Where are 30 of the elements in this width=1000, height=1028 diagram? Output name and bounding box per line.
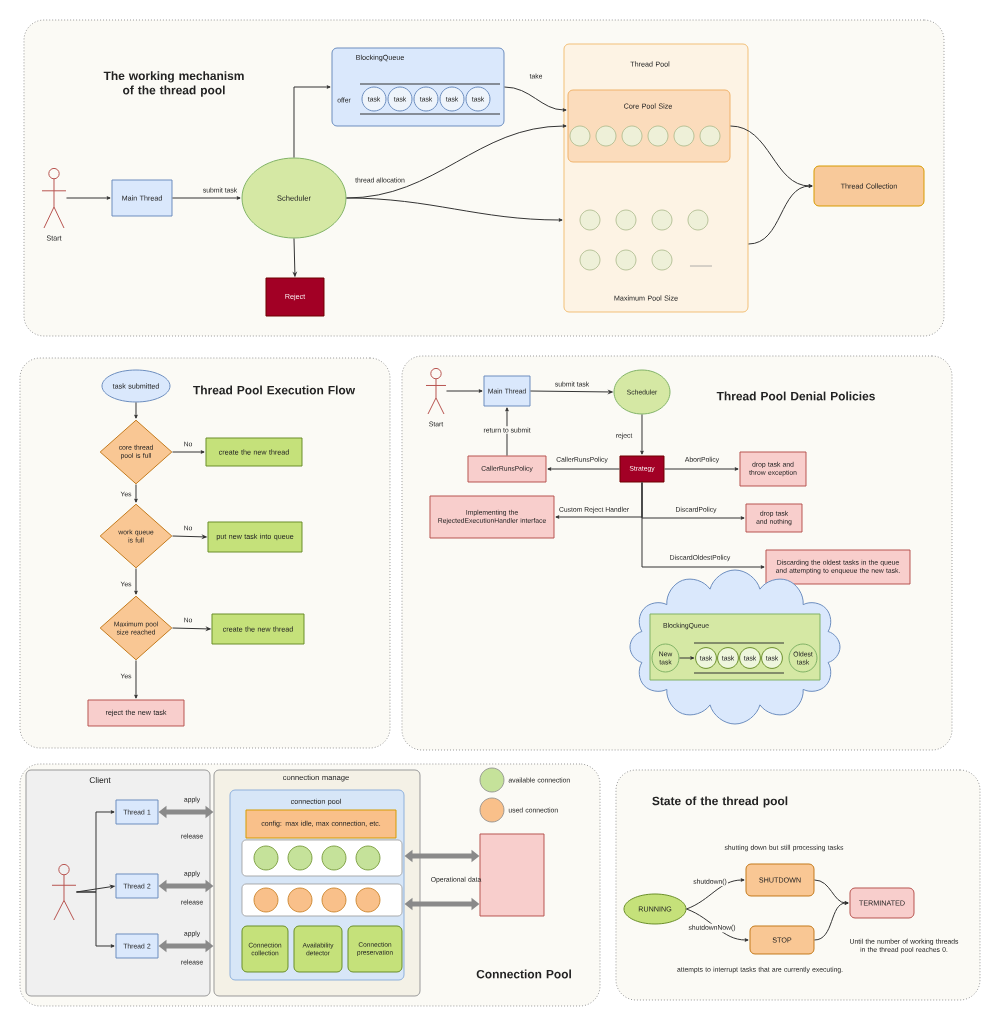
arrow: [530, 390, 613, 394]
arrow: [686, 908, 749, 942]
arrow: [134, 484, 138, 503]
arrow: [134, 402, 138, 419]
arrow: [172, 450, 205, 454]
arrow: [748, 184, 813, 245]
arrow: [76, 891, 115, 948]
arrow: [505, 407, 509, 456]
arrow: [134, 660, 138, 699]
arrow: [446, 389, 483, 393]
arrow: [293, 238, 297, 277]
arrow: [76, 884, 115, 893]
arrow: [730, 125, 813, 188]
arrow: [346, 197, 563, 222]
arrow: [66, 196, 111, 200]
arrow: [134, 568, 138, 595]
arrow: [640, 414, 644, 455]
arrow: [293, 85, 331, 158]
arrow: [679, 656, 695, 660]
arrow: [172, 627, 211, 631]
arrow: [814, 901, 849, 941]
arrow: [172, 535, 207, 539]
arrow: [172, 196, 241, 200]
arrow: [686, 878, 745, 910]
arrow: [641, 482, 765, 569]
person-figure: [51, 863, 77, 921]
arrow: [504, 86, 567, 112]
arrow: [664, 467, 739, 471]
arrow: [547, 467, 620, 471]
database-box: [479, 833, 545, 917]
